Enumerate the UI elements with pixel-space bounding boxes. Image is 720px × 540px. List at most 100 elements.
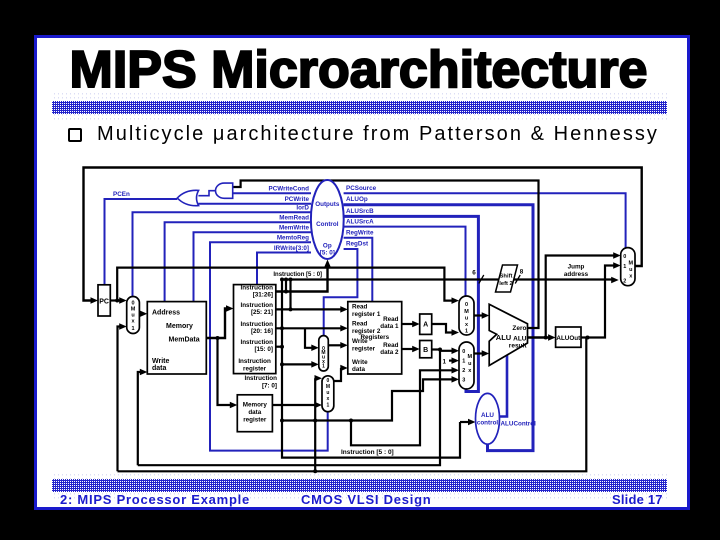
svg-text:Jump: Jump <box>568 264 585 271</box>
svg-text:0: 0 <box>322 346 325 352</box>
svg-text:PCEn: PCEn <box>113 191 130 198</box>
svg-text:M: M <box>468 354 473 360</box>
svg-text:B: B <box>423 347 428 354</box>
svg-text:register 1: register 1 <box>352 311 381 318</box>
svg-text:register: register <box>243 416 267 423</box>
svg-text:Read: Read <box>352 321 368 328</box>
svg-text:PC: PC <box>99 298 109 305</box>
svg-text:A: A <box>423 322 428 329</box>
svg-text:1: 1 <box>131 326 134 332</box>
svg-text:Instruction [5 : 0]: Instruction [5 : 0] <box>341 449 394 456</box>
svg-text:[25: 21]: [25: 21] <box>251 309 273 316</box>
svg-text:M: M <box>464 309 469 315</box>
svg-text:1: 1 <box>623 264 626 270</box>
svg-text:0: 0 <box>327 378 330 384</box>
svg-text:2: 2 <box>462 368 465 374</box>
svg-text:Write: Write <box>352 338 368 345</box>
svg-text:PCWriteCond: PCWriteCond <box>269 186 310 193</box>
svg-text:ALU: ALU <box>513 336 527 343</box>
svg-text:MemtoReg: MemtoReg <box>277 235 309 242</box>
svg-text:MemWrite: MemWrite <box>279 225 309 232</box>
svg-text:Read: Read <box>383 316 399 323</box>
svg-text:Instruction [5 : 0]: Instruction [5 : 0] <box>273 272 322 278</box>
svg-text:[20: 16]: [20: 16] <box>251 328 273 335</box>
svg-text:MemData: MemData <box>169 336 200 343</box>
svg-text:data 1: data 1 <box>380 323 399 330</box>
svg-text:x: x <box>131 319 135 325</box>
svg-text:u: u <box>322 355 325 361</box>
svg-text:ALUOp: ALUOp <box>346 196 368 203</box>
svg-text:1: 1 <box>322 364 325 370</box>
svg-text:RegDst: RegDst <box>346 241 369 248</box>
svg-text:MemRead: MemRead <box>279 214 309 221</box>
svg-text:Instruction: Instruction <box>240 339 273 346</box>
svg-text:data: data <box>352 366 365 373</box>
svg-text:RegWrite: RegWrite <box>346 230 374 237</box>
svg-text:x: x <box>327 396 330 402</box>
svg-text:Registers: Registers <box>360 334 389 341</box>
svg-text:x: x <box>468 368 472 374</box>
svg-text:8: 8 <box>520 269 524 276</box>
svg-text:Write: Write <box>152 358 169 365</box>
svg-text:PCWrite: PCWrite <box>285 196 310 203</box>
svg-text:0: 0 <box>462 349 465 355</box>
svg-text:u: u <box>326 390 329 396</box>
svg-text:Write: Write <box>352 359 368 366</box>
svg-text:1: 1 <box>443 358 447 365</box>
svg-text:Op: Op <box>323 243 332 250</box>
svg-text:1: 1 <box>327 403 330 409</box>
svg-text:6: 6 <box>472 270 476 277</box>
svg-text:u: u <box>465 316 468 322</box>
svg-text:left 2: left 2 <box>499 281 513 287</box>
svg-text:ALUSrcA: ALUSrcA <box>346 218 374 225</box>
svg-text:u: u <box>468 361 471 367</box>
svg-text:x: x <box>629 274 633 280</box>
svg-text:Instruction: Instruction <box>244 375 277 382</box>
svg-text:Outputs: Outputs <box>315 201 340 208</box>
svg-text:Memory: Memory <box>243 401 268 408</box>
svg-text:ALUControl: ALUControl <box>501 421 537 428</box>
svg-text:control: control <box>477 420 499 427</box>
svg-text:address: address <box>564 271 589 278</box>
svg-text:Control: Control <box>316 221 339 228</box>
svg-text:2: 2 <box>623 279 626 285</box>
svg-text:IorD: IorD <box>296 205 309 212</box>
svg-text:u: u <box>629 267 632 273</box>
svg-text:Memory: Memory <box>166 323 193 330</box>
svg-text:register 2: register 2 <box>352 328 381 335</box>
svg-text:data: data <box>248 409 261 416</box>
svg-text:[15: 0]: [15: 0] <box>254 346 273 353</box>
svg-text:ALU: ALU <box>496 333 511 342</box>
svg-text:Read: Read <box>383 342 399 349</box>
svg-text:0: 0 <box>131 301 134 307</box>
svg-text:u: u <box>131 313 134 319</box>
svg-text:Read: Read <box>352 304 368 311</box>
svg-text:1: 1 <box>465 329 468 335</box>
svg-text:Instruction: Instruction <box>240 302 273 309</box>
svg-text:M: M <box>321 350 325 356</box>
svg-text:x: x <box>322 359 325 365</box>
svg-text:result: result <box>509 343 528 350</box>
svg-text:[7: 0]: [7: 0] <box>262 383 277 390</box>
svg-text:PCSource: PCSource <box>346 185 377 192</box>
svg-text:data: data <box>152 365 167 372</box>
svg-text:x: x <box>465 322 469 328</box>
svg-text:M: M <box>326 384 330 390</box>
svg-text:Shift: Shift <box>500 274 513 280</box>
svg-text:0: 0 <box>623 254 626 260</box>
svg-text:M: M <box>629 261 634 267</box>
svg-text:Instruction: Instruction <box>240 321 273 328</box>
svg-text:3: 3 <box>462 377 465 383</box>
svg-text:register: register <box>243 365 267 372</box>
svg-text:ALU: ALU <box>481 412 494 419</box>
svg-text:register: register <box>352 346 376 353</box>
svg-text:M: M <box>131 307 136 313</box>
svg-text:Instruction: Instruction <box>240 285 273 292</box>
svg-text:ALUOut: ALUOut <box>556 335 581 342</box>
svg-text:[31:26]: [31:26] <box>253 292 273 299</box>
svg-text:Address: Address <box>152 310 180 317</box>
svg-text:Zero: Zero <box>512 325 526 332</box>
svg-text:[5: 0]: [5: 0] <box>320 250 335 257</box>
svg-text:IRWrite[3:0]: IRWrite[3:0] <box>274 245 309 252</box>
svg-text:0: 0 <box>465 302 468 308</box>
